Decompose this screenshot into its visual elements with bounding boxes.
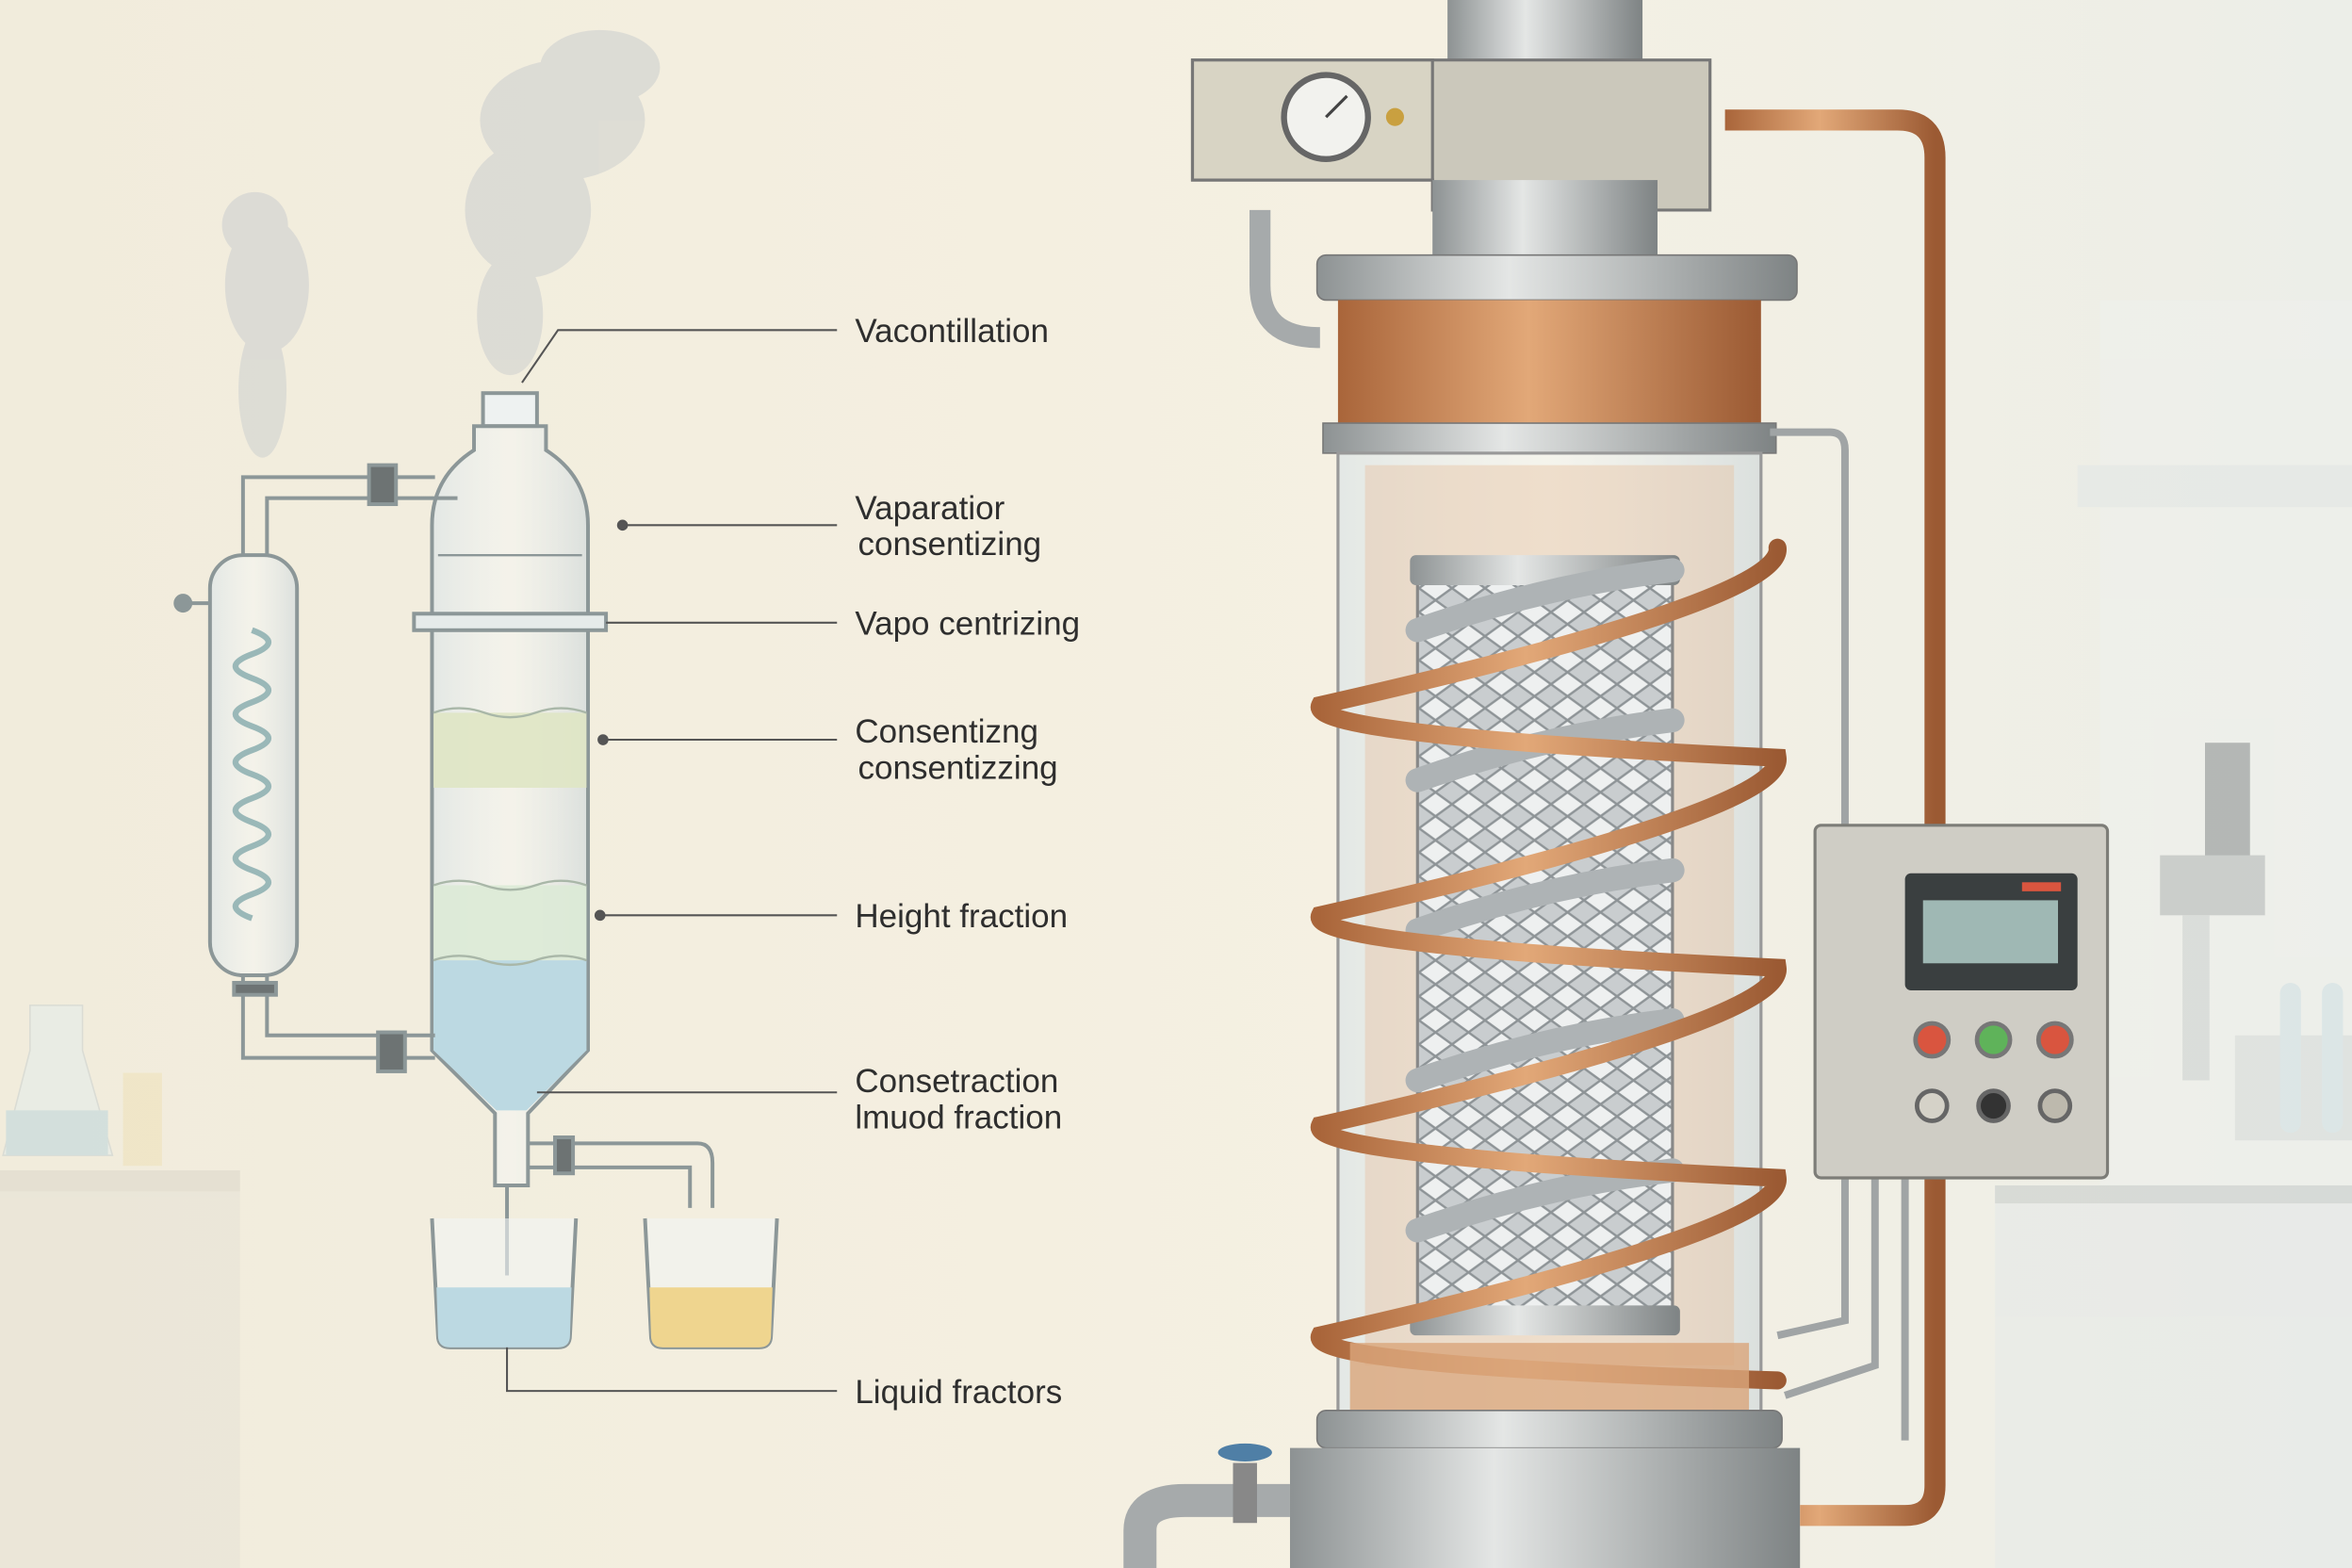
leader-lines bbox=[506, 329, 838, 1393]
lab-background-right bbox=[1995, 300, 2352, 1568]
green-button[interactable] bbox=[1974, 1021, 2013, 1059]
red-button[interactable] bbox=[1913, 1021, 1952, 1059]
grey-switch-2[interactable] bbox=[2037, 1088, 2073, 1123]
label-vacontillation: Vacontillation bbox=[855, 313, 1049, 350]
grey-switch[interactable] bbox=[1914, 1088, 1950, 1123]
lab-background-left bbox=[0, 1004, 240, 1568]
industrial-still bbox=[1123, 0, 1801, 1568]
control-panel bbox=[1813, 824, 2110, 1180]
diagram-labels: Vacontillation Vaparatior consentizing V… bbox=[855, 313, 1080, 1411]
label-consentizng-line2: consentizzing bbox=[858, 749, 1058, 786]
label-vaparatior: Vaparatior bbox=[855, 490, 1004, 527]
copper-pipes bbox=[1724, 109, 1946, 1527]
beaker-blue bbox=[430, 1217, 579, 1349]
steel-tubes bbox=[1770, 428, 1909, 1441]
label-height-fraction: Height fraction bbox=[855, 898, 1068, 935]
label-vaparatior-line2: consentizing bbox=[858, 526, 1042, 563]
label-liquid-fractors: Liquid fractors bbox=[855, 1374, 1062, 1411]
label-consentizng: Consentizng bbox=[855, 713, 1038, 750]
valve-handle-icon bbox=[1217, 1443, 1272, 1462]
label-consetraction: Consetraction bbox=[855, 1063, 1058, 1100]
steam-plume bbox=[221, 29, 661, 458]
label-consetraction-line2: lmuod fraction bbox=[855, 1099, 1062, 1135]
condenser bbox=[173, 463, 458, 1073]
beaker-yellow bbox=[643, 1217, 779, 1349]
black-switch[interactable] bbox=[1976, 1088, 2011, 1123]
label-vapo-centrizing: Vapo centrizing bbox=[855, 606, 1080, 643]
red-button-2[interactable] bbox=[2035, 1021, 2074, 1059]
